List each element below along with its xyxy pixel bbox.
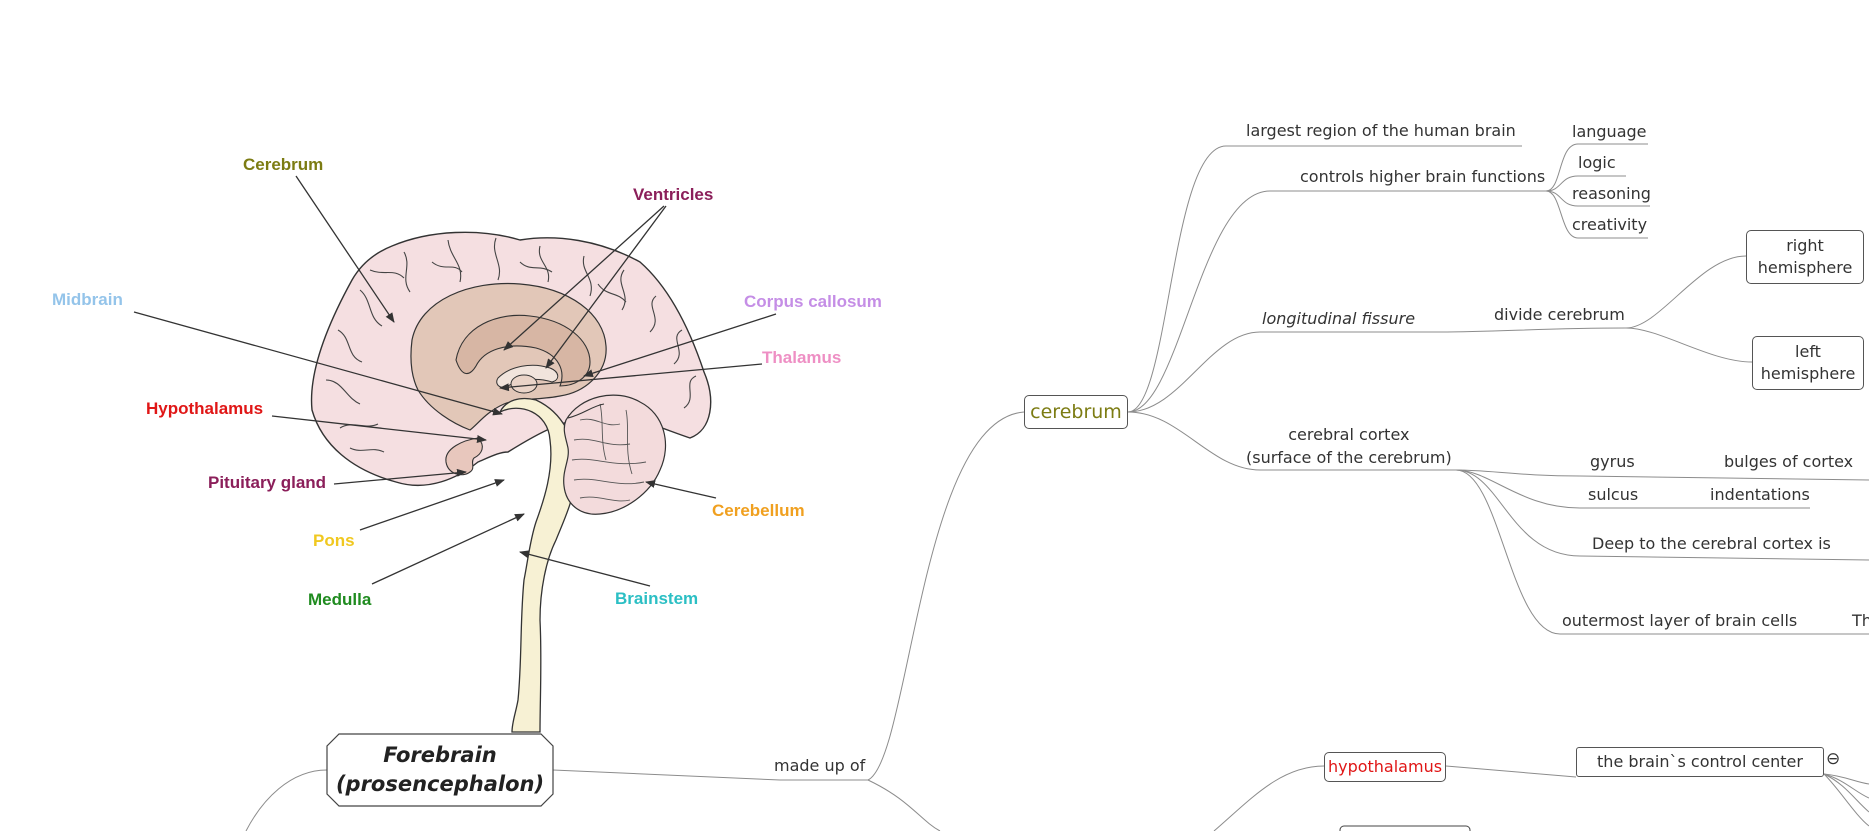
cerebellum-shape: [563, 394, 667, 515]
label-pituitary-gland: Pituitary gland: [208, 473, 327, 492]
label-ventricles: Ventricles: [633, 185, 714, 204]
outermost-layer-child-truncated[interactable]: Th: [1852, 611, 1869, 630]
outermost-layer-node[interactable]: outermost layer of brain cells: [1562, 611, 1798, 630]
label-corpus-callosum: Corpus callosum: [744, 292, 882, 311]
pituitary-shape: [445, 437, 483, 476]
root-node-shape: [326, 733, 554, 807]
left-hemisphere-line1: left: [1795, 342, 1821, 361]
control-center-node[interactable]: the brain`s control center: [1576, 747, 1824, 777]
right-hemisphere-node[interactable]: right hemisphere: [1746, 230, 1864, 284]
right-hemisphere-line1: right: [1786, 236, 1824, 255]
label-brainstem: Brainstem: [615, 589, 699, 608]
deep-to-cortex-node[interactable]: Deep to the cerebral cortex is: [1592, 534, 1831, 553]
cerebral-cortex-line1: cerebral cortex: [1288, 425, 1410, 444]
thalamus-shape: [510, 374, 538, 394]
gyrus-description[interactable]: bulges of cortex: [1724, 452, 1854, 471]
cerebral-cortex-node[interactable]: cerebral cortex (surface of the cerebrum…: [1246, 423, 1452, 469]
label-pons: Pons: [313, 531, 355, 550]
label-cerebellum: Cerebellum: [712, 501, 805, 520]
offscreen-node: [1339, 825, 1471, 831]
made-up-of-label[interactable]: made up of: [774, 756, 866, 775]
controls-higher-functions-node[interactable]: controls higher brain functions: [1300, 167, 1546, 186]
function-creativity[interactable]: creativity: [1572, 215, 1648, 234]
label-thalamus: Thalamus: [762, 348, 842, 367]
cerebrum-node[interactable]: cerebrum: [1024, 395, 1128, 429]
longitudinal-fissure-node[interactable]: longitudinal fissure: [1262, 309, 1416, 328]
limbic-region: [410, 282, 607, 431]
function-reasoning[interactable]: reasoning: [1572, 184, 1651, 203]
gyrus-node[interactable]: gyrus: [1590, 452, 1635, 471]
left-hemisphere-line2: hemisphere: [1760, 364, 1856, 383]
collapse-toggle-icon[interactable]: ⊖: [1826, 749, 1841, 769]
root-node-title: Forebrain: [383, 743, 497, 767]
label-cerebrum: Cerebrum: [243, 155, 324, 174]
function-language[interactable]: language: [1572, 122, 1647, 141]
right-hemisphere-line2: hemisphere: [1757, 258, 1853, 277]
brain-illustration: [310, 231, 712, 733]
cerebellum-folia: [571, 403, 647, 502]
root-node-subtitle: (prosencephalon): [335, 772, 545, 796]
mindmap-connectors: [245, 143, 1869, 831]
divide-cerebrum-node[interactable]: divide cerebrum: [1494, 305, 1625, 324]
cerebral-cortex-line2: (surface of the cerebrum): [1246, 448, 1452, 467]
label-midbrain: Midbrain: [52, 290, 123, 309]
label-hypothalamus: Hypothalamus: [146, 399, 264, 418]
hypothalamus-node[interactable]: hypothalamus: [1324, 752, 1446, 782]
sulcus-node[interactable]: sulcus: [1588, 485, 1639, 504]
label-medulla: Medulla: [308, 590, 372, 609]
function-logic[interactable]: logic: [1578, 153, 1616, 172]
pointer-lines: [133, 175, 777, 587]
largest-region-node[interactable]: largest region of the human brain: [1246, 121, 1516, 140]
root-node-forebrain[interactable]: Forebrain (prosencephalon): [327, 734, 553, 806]
corpus-callosum-shape: [455, 314, 591, 387]
sulcus-description[interactable]: indentations: [1710, 485, 1810, 504]
left-hemisphere-node[interactable]: left hemisphere: [1752, 336, 1864, 390]
